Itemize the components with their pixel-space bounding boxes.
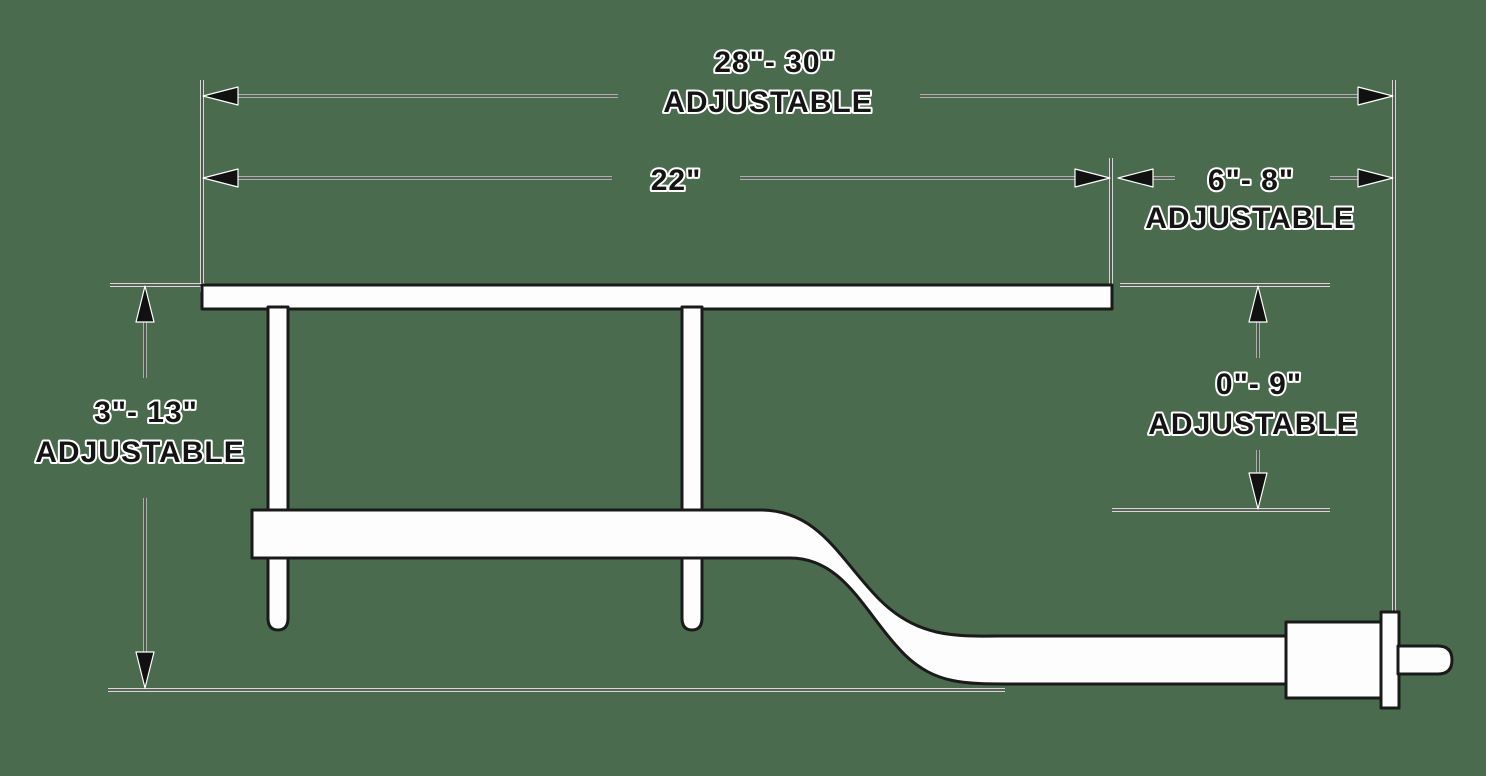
arrow-right-overall-length [1357, 86, 1394, 106]
arrow-bottom-overall-height [135, 651, 155, 689]
connector-body [1284, 620, 1384, 700]
dimension-overall-length: 28"- 30" ADJUSTABLE [202, 44, 1394, 121]
arrow-left-extension-length [1117, 168, 1154, 188]
dimension-extension-length: 6"- 8" ADJUSTABLE [1117, 162, 1394, 237]
dimension-overall-length-note: ADJUSTABLE [663, 86, 872, 119]
dimension-drop-height-note: ADJUSTABLE [1148, 408, 1357, 441]
part-geometry [200, 283, 1454, 710]
left-post [266, 305, 290, 632]
dimension-drop-height-value: 0"- 9" [1216, 368, 1302, 401]
dimension-drop-height: 0"- 9" ADJUSTABLE [1146, 285, 1359, 510]
dimension-overall-height: 3"- 13" ADJUSTABLE [33, 285, 246, 689]
middle-post [680, 305, 704, 632]
dimension-bar-length-value: 22" [651, 164, 702, 197]
arrow-left-overall-length [202, 86, 239, 106]
arrow-left-bar-length [202, 168, 239, 188]
dimension-extension-length-value: 6"- 8" [1208, 164, 1294, 197]
dimension-overall-length-value: 28"- 30" [714, 46, 836, 79]
arrow-top-drop-height [1248, 285, 1268, 323]
arrow-bottom-drop-height [1248, 472, 1268, 510]
arrow-right-bar-length [1074, 168, 1111, 188]
dimension-overall-height-value: 3"- 13" [94, 396, 198, 429]
arrow-top-overall-height [135, 285, 155, 323]
connector-flange [1379, 610, 1401, 710]
upper-rail [200, 283, 1114, 311]
dimension-extension-length-note: ADJUSTABLE [1145, 202, 1354, 235]
dimension-bar-length: 22" [202, 162, 1111, 199]
connector-pin [1396, 644, 1454, 676]
dimension-overall-height-note: ADJUSTABLE [35, 436, 244, 469]
extension-lines [108, 80, 1396, 692]
arrow-right-extension-length [1357, 168, 1394, 188]
